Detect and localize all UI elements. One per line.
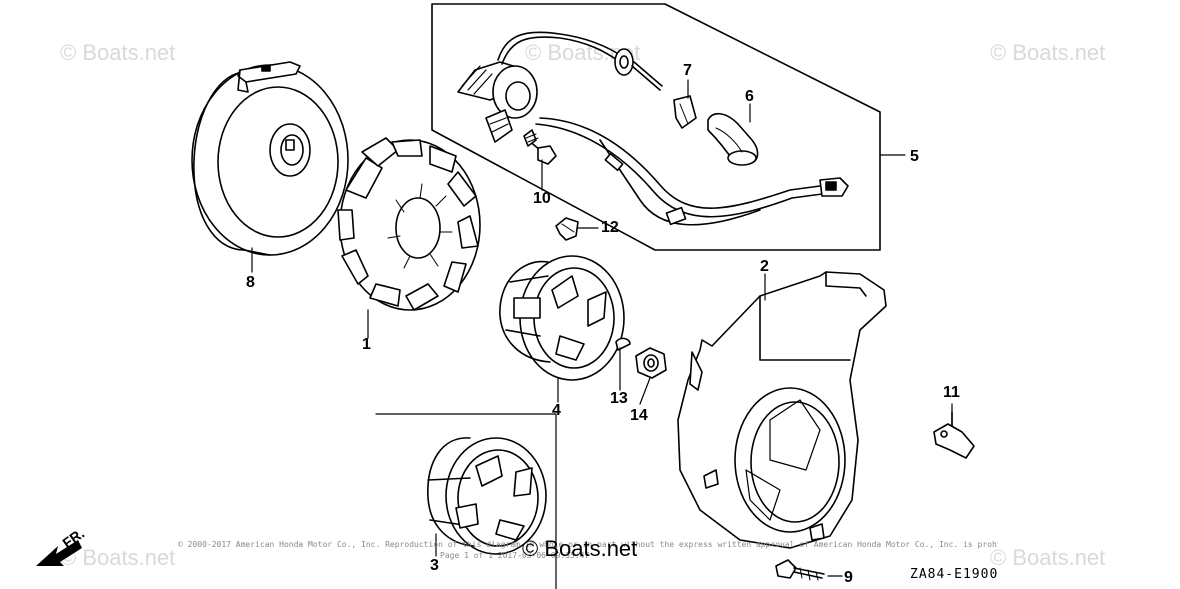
flywheel: [191, 61, 349, 256]
callout-10[interactable]: 10: [533, 190, 551, 207]
wire-harness: [535, 117, 849, 226]
watermark: © Boats.net: [990, 545, 1106, 570]
starter-pulley: [499, 255, 625, 381]
copyright-line: © 2000-2017 American Honda Motor Co., In…: [178, 540, 998, 549]
callout-9[interactable]: 9: [844, 569, 853, 586]
woodruff-key: [615, 337, 631, 351]
watermark: © Boats.net: [990, 40, 1106, 65]
callout-12[interactable]: 12: [601, 219, 619, 236]
grommet: [614, 48, 663, 91]
spark-plug-cap: [707, 112, 759, 166]
leader-14: [639, 377, 651, 405]
callout-13[interactable]: 13: [610, 390, 628, 407]
fan-cover: [677, 271, 887, 549]
callout-2[interactable]: 2: [760, 258, 769, 275]
wire-clip: [673, 95, 697, 129]
watermark: © Boats.net: [60, 40, 176, 65]
copyright-line-2: Page 1 of 1 2017-03-06 09:35:47: [440, 551, 590, 560]
wire-clamp: [933, 411, 975, 459]
callout-8[interactable]: 8: [246, 274, 255, 291]
alt-pulley-box: [375, 413, 557, 589]
ignition-coil: [457, 31, 626, 143]
assembly-box: [431, 3, 881, 251]
coil-bolt: [523, 129, 557, 165]
starter-pulley-alt: [427, 437, 547, 555]
callout-1[interactable]: 1: [362, 336, 371, 353]
center-watermark: © Boats.net: [522, 536, 638, 561]
callout-3[interactable]: 3: [430, 557, 439, 574]
callout-4[interactable]: 4: [552, 402, 561, 419]
cooling-fan: [337, 137, 481, 311]
callout-11[interactable]: 11: [943, 384, 960, 401]
diagram-code: ZA84-E1900: [910, 567, 999, 582]
callout-14[interactable]: 14: [630, 407, 648, 424]
callout-5[interactable]: 5: [910, 148, 919, 165]
callout-6[interactable]: 6: [745, 88, 754, 105]
flange-bolt: [775, 559, 825, 581]
flange-nut: [635, 347, 667, 379]
front-arrow-icon: [36, 540, 82, 566]
callout-7[interactable]: 7: [683, 62, 692, 79]
wire-clamp-small: [555, 217, 579, 241]
